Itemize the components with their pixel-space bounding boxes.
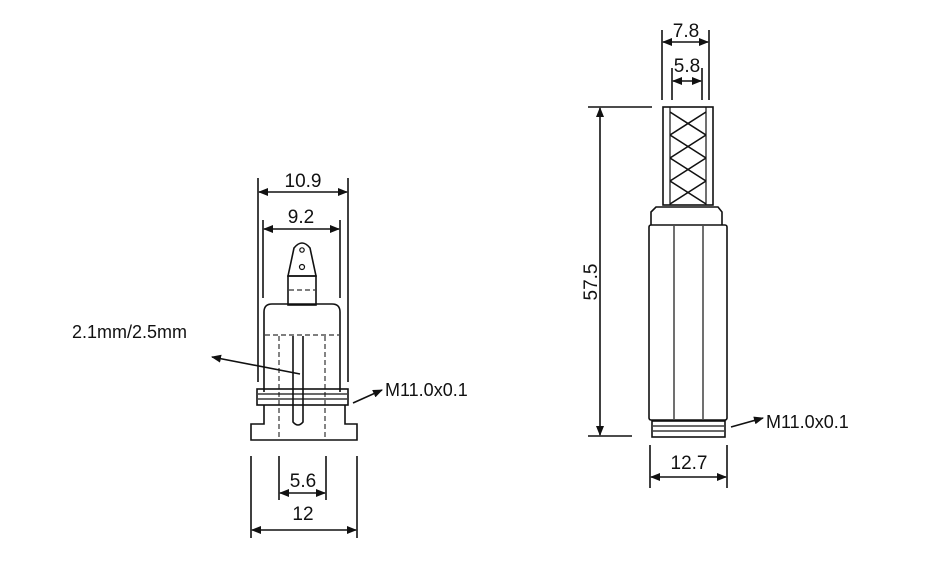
thread-label: M11.0x0.1	[766, 412, 849, 432]
thread-callout-right: M11.0x0.1	[730, 412, 849, 432]
thread-callout-left: M11.0x0.1	[352, 380, 468, 404]
dim-label: 7.8	[673, 21, 699, 42]
dim-label: 10.9	[285, 171, 322, 192]
right-plug-view: 7.8 5.8 57.5 M11.0x0.1 12.7	[581, 21, 849, 488]
dim-label: 12	[292, 504, 313, 525]
dimension-7-8: 7.8	[661, 21, 710, 100]
solder-tab	[287, 242, 317, 306]
knurled-grip	[662, 106, 714, 206]
plug-body	[648, 206, 728, 438]
pin-callout: 2.1mm/2.5mm	[72, 322, 301, 375]
dim-label: 12.7	[671, 453, 708, 474]
dim-label: 5.8	[674, 56, 700, 77]
dimension-5-6: 5.6	[278, 456, 327, 500]
pin-size-label: 2.1mm/2.5mm	[72, 322, 187, 342]
thread-label: M11.0x0.1	[385, 380, 468, 400]
left-jack-view: 10.9 9.2 2.1mm/2.5mm M11.0x0.1 5.6	[72, 171, 468, 538]
dimension-57-5: 57.5	[581, 106, 652, 437]
dimension-12: 12	[250, 456, 358, 538]
dimension-12-7: 12.7	[649, 445, 728, 488]
dim-label: 57.5	[581, 264, 602, 301]
jack-body	[250, 303, 358, 441]
dimension-5-8: 5.8	[671, 56, 703, 100]
dim-label: 9.2	[288, 207, 314, 228]
dimension-10-9: 10.9	[257, 171, 349, 382]
dim-label: 5.6	[290, 471, 316, 492]
dimension-9-2: 9.2	[262, 207, 341, 298]
